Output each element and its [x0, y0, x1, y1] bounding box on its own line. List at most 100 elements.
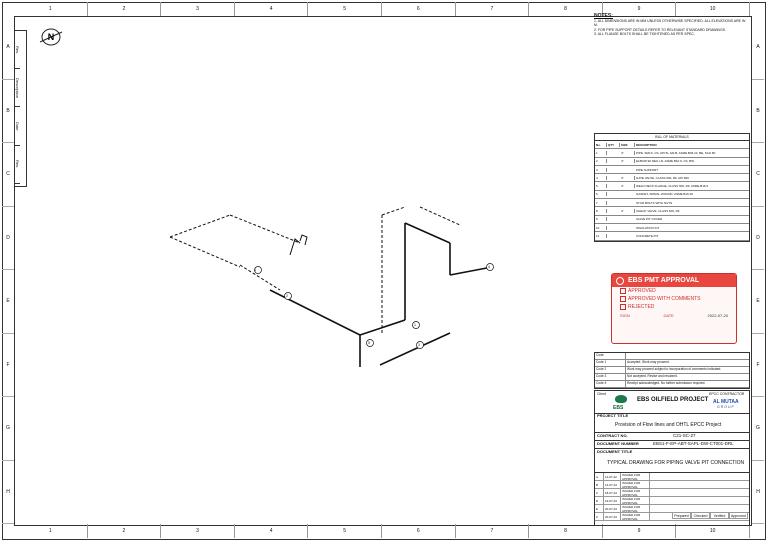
zone-label: C	[752, 143, 764, 207]
ebs-stamp-logo-icon	[616, 277, 624, 285]
zone-label: 9	[603, 524, 677, 538]
client-project-name: EBS OILFIELD PROJECT	[637, 397, 709, 403]
zone-label: D	[752, 207, 764, 270]
zone-strip-bottom: 1 2 3 4 5 6 7 8 9 10	[14, 524, 750, 538]
svg-text:4: 4	[254, 268, 256, 272]
approval-stamp: EBS PMT APPROVAL APPROVED APPROVED WITH …	[611, 273, 737, 344]
status-code: Code 1	[595, 360, 626, 366]
note-line: 3. ALL FLANGE BOLTS SHALL BE TIGHTENED A…	[594, 32, 695, 36]
revision-strip: Rev. Description Date Rev.	[14, 30, 27, 187]
bom-title: BILL OF MATERIALS	[595, 134, 749, 141]
zone-label: 7	[456, 524, 530, 538]
zone-label: C	[2, 143, 14, 207]
zone-label: 10	[676, 2, 750, 16]
zone-strip-left: A B C D E F G H	[2, 16, 14, 524]
bom-cell: 5	[595, 184, 607, 189]
zone-label: F	[752, 334, 764, 397]
zone-label: 5	[308, 2, 382, 16]
bom-cell: 4"	[620, 175, 635, 180]
svg-text:3: 3	[418, 343, 420, 347]
revision-cell: 20-07-22	[604, 513, 621, 520]
svg-text:2: 2	[286, 294, 288, 298]
zone-strip-top: 1 2 3 4 5 6 7 8 9 10	[14, 2, 750, 16]
bom-cell: 3	[595, 167, 607, 172]
zone-label: F	[2, 334, 14, 397]
north-label: N	[48, 32, 55, 42]
revision-strip-cell: Rev.	[15, 31, 20, 70]
stamp-option-approved: APPROVED	[612, 287, 736, 295]
bom-cell: CHECK VALVE, CLASS 600, RF	[636, 209, 680, 214]
stamp-date-label: DATE	[663, 313, 674, 318]
status-row: Code	[595, 353, 749, 360]
zone-label: G	[752, 397, 764, 461]
document-number-label: DOCUMENT NUMBER	[597, 441, 639, 446]
bom-row: 3 PIPE SUPPORT	[595, 166, 749, 175]
note-line: 1. ALL DIMENSIONS ARE IN MM UNLESS OTHER…	[594, 18, 746, 28]
zone-label: A	[752, 16, 764, 80]
bom-cell: PIPE, SMLS, CS, API 5L GR.B, ASME B36.10…	[636, 150, 716, 155]
signature-heading: Verified	[710, 512, 729, 519]
revision-cell: 0	[595, 513, 604, 520]
status-row: Code 4 Receipt acknowledged. No further …	[595, 381, 749, 388]
client-block: Client EPCC CONTRACTOR EBS EBS OILFIELD …	[594, 390, 750, 414]
zone-label: 1	[14, 524, 88, 538]
bom-cell: PIPE SUPPORT	[636, 167, 659, 172]
zone-label: 2	[88, 524, 162, 538]
ebs-logo-text: EBS	[613, 405, 624, 411]
zone-label: A	[2, 16, 14, 80]
stamp-option-rejected: REJECTED	[612, 303, 736, 311]
isometric-piping-drawing: 4 2 5 1 3 4	[169, 206, 494, 367]
zone-label: 10	[676, 524, 750, 538]
zone-label: E	[2, 270, 14, 334]
stamp-option-label: APPROVED WITH COMMENTS	[628, 296, 701, 302]
stamp-header: EBS PMT APPROVAL	[612, 274, 736, 287]
revision-cell: E	[595, 505, 604, 512]
document-title-label: DOCUMENT TITLE	[597, 449, 633, 454]
zone-label: 3	[161, 524, 235, 538]
signature-heading: Checked	[691, 512, 710, 519]
zone-label: B	[752, 80, 764, 143]
status-code: Code 3	[595, 374, 626, 380]
zone-label: 9	[603, 2, 677, 16]
project-title-label: PROJECT TITLE	[597, 413, 629, 418]
bom-cell: 7	[595, 200, 607, 205]
status-row: Code 2 Work may proceed subject to incor…	[595, 367, 749, 374]
status-row: Code 3 Not accepted. Revise and resubmit…	[595, 374, 749, 381]
zone-label: G	[2, 397, 14, 461]
checkbox-icon	[620, 296, 626, 302]
notes-block: NOTES: 1. ALL DIMENSIONS ARE IN MM UNLES…	[594, 14, 746, 37]
document-number-value: EBS1-F-EP-ABT-SAPL-DW-CT001-DRL	[653, 441, 734, 446]
zone-label: H	[752, 461, 764, 524]
signature-heading: Prepared	[672, 512, 691, 519]
bom-header-cell: SIZE	[620, 142, 635, 147]
client-label: Client	[597, 392, 606, 396]
zone-label: B	[2, 80, 14, 143]
revision-cell: 14-07-22	[604, 481, 621, 488]
checkbox-icon	[620, 288, 626, 294]
inner-border	[14, 16, 752, 526]
notes-title: NOTES:	[594, 13, 613, 19]
contract-label: CONTRACT NO.	[597, 433, 628, 438]
bom-cell: 8	[595, 209, 607, 214]
zone-label: 5	[308, 524, 382, 538]
contractor-label: EPCC CONTRACTOR	[709, 392, 745, 396]
checkbox-icon	[620, 304, 626, 310]
status-code: Code 4	[595, 381, 626, 387]
bom-cell: INSULATION KIT	[636, 225, 660, 230]
revision-cell: ISSUED FOR APPROVAL	[621, 489, 650, 497]
bill-of-materials: BILL OF MATERIALS No. QTY SIZE DESCRIPTI…	[594, 133, 750, 242]
zone-label: 6	[382, 524, 456, 538]
status-codes-table: Code Code 1 Accepted. Work may proceed. …	[594, 352, 750, 389]
zone-label: D	[2, 207, 14, 270]
bom-cell: ELBOW 90 DEG LR, ASME B16.9, CS, BW	[636, 159, 695, 164]
contract-value: C21-SC-27	[673, 433, 696, 438]
zone-label: 3	[161, 2, 235, 16]
contractor-logo-text: AL MUTAA	[713, 399, 739, 405]
revision-cell: B	[595, 481, 604, 488]
